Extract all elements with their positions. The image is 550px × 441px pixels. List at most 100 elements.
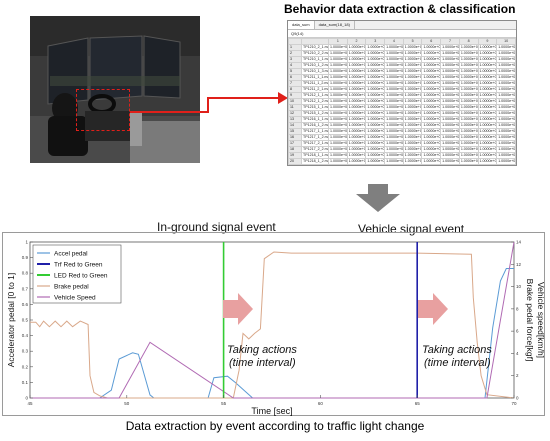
row-name-cell[interactable]: TP1212_1_1.mat: [301, 92, 329, 99]
table-cell[interactable]: 1.0000e+0: [346, 146, 367, 153]
table-cell[interactable]: 1.0000e+0: [477, 140, 498, 147]
table-cell[interactable]: 1.0000e+0: [421, 110, 442, 117]
table-cell[interactable]: 1.0000e+0: [421, 50, 442, 57]
table-cell[interactable]: 1.0000e+0: [402, 116, 423, 123]
row-number[interactable]: 21: [288, 164, 302, 165]
table-cell[interactable]: 1.0000e+0: [365, 92, 386, 99]
table-cell[interactable]: 1.0000e+0: [365, 128, 386, 135]
sheet-tab[interactable]: data_sum: [288, 21, 315, 29]
table-cell[interactable]: 1.0000e+0: [458, 164, 479, 165]
row-name-cell[interactable]: TP1210_2_2.mat: [301, 50, 329, 57]
table-cell[interactable]: 1.0000e+0: [496, 50, 516, 57]
row-name-cell[interactable]: TP1218_1_2.mat: [301, 158, 329, 165]
table-cell[interactable]: 1.0000e+0: [402, 98, 423, 105]
table-cell[interactable]: 1.0000e+0: [496, 92, 516, 99]
table-cell[interactable]: 1.0000e+0: [384, 50, 404, 57]
table-cell[interactable]: 1.0000e+0: [440, 146, 460, 153]
table-cell[interactable]: 1.0000e+0: [421, 104, 442, 111]
table-cell[interactable]: 1.0000e+0: [477, 104, 498, 111]
table-cell[interactable]: 1.0000e+0: [402, 80, 423, 87]
table-cell[interactable]: 1.0000e+0: [477, 122, 498, 129]
table-cell[interactable]: 1.0000e+0: [346, 152, 367, 159]
table-cell[interactable]: 1.0000e+0: [477, 110, 498, 117]
table-cell[interactable]: 1.0000e+0: [365, 50, 386, 57]
table-cell[interactable]: 1.0000e+0: [402, 50, 423, 57]
table-cell[interactable]: 1.0000e+0: [496, 62, 516, 69]
table-cell[interactable]: 1.0000e+0: [365, 116, 386, 123]
table-cell[interactable]: 1.0000e+0: [365, 86, 386, 93]
table-cell[interactable]: 1.0000e+0: [346, 116, 367, 123]
table-cell[interactable]: 1.0000e+0: [440, 134, 460, 141]
table-cell[interactable]: 1.0000e+0: [477, 164, 498, 165]
table-cell[interactable]: 1.0000e+0: [421, 152, 442, 159]
table-cell[interactable]: 1.0000e+0: [346, 62, 367, 69]
table-cell[interactable]: 1.0000e+0: [328, 62, 348, 69]
table-cell[interactable]: 1.0000e+0: [328, 122, 348, 129]
table-cell[interactable]: 1.0000e+0: [402, 158, 423, 165]
table-cell[interactable]: 1.0000e+0: [402, 152, 423, 159]
table-cell[interactable]: 1.0000e+0: [458, 62, 479, 69]
table-cell[interactable]: 1.0000e+0: [496, 146, 516, 153]
table-cell[interactable]: 1.0000e+0: [384, 122, 404, 129]
table-cell[interactable]: 1.0000e+0: [421, 62, 442, 69]
table-cell[interactable]: 1.0000e+0: [346, 104, 367, 111]
table-cell[interactable]: 1.0000e+0: [328, 140, 348, 147]
table-cell[interactable]: 1.0000e+0: [346, 68, 367, 75]
table-cell[interactable]: 1.0000e+0: [402, 56, 423, 63]
table-cell[interactable]: 1.0000e+0: [458, 116, 479, 123]
table-cell[interactable]: 1.0000e+0: [384, 80, 404, 87]
table-cell[interactable]: 1.0000e+0: [328, 128, 348, 135]
table-cell[interactable]: 1.0000e+0: [328, 152, 348, 159]
table-cell[interactable]: 1.0000e+0: [440, 140, 460, 147]
row-name-cell[interactable]: TP1218_2_1.mat: [301, 164, 329, 165]
table-cell[interactable]: 1.0000e+0: [346, 50, 367, 57]
table-cell[interactable]: 1.0000e+0: [496, 152, 516, 159]
table-cell[interactable]: 1.0000e+0: [477, 62, 498, 69]
table-cell[interactable]: 1.0000e+0: [365, 140, 386, 147]
table-cell[interactable]: 1.0000e+0: [458, 146, 479, 153]
table-cell[interactable]: 1.0000e+0: [384, 146, 404, 153]
table-cell[interactable]: 1.0000e+0: [440, 110, 460, 117]
table-cell[interactable]: 1.0000e+0: [440, 86, 460, 93]
table-cell[interactable]: 1.0000e+0: [384, 98, 404, 105]
table-cell[interactable]: 1.0000e+0: [458, 80, 479, 87]
row-name-cell[interactable]: TP1217_1_2.mat: [301, 134, 329, 141]
table-cell[interactable]: 1.0000e+0: [365, 146, 386, 153]
table-cell[interactable]: 1.0000e+0: [402, 134, 423, 141]
table-cell[interactable]: 1.0000e+0: [402, 122, 423, 129]
row-name-cell[interactable]: TP1211_1_2.mat: [301, 80, 329, 87]
table-cell[interactable]: 1.0000e+0: [421, 146, 442, 153]
table-cell[interactable]: 1.0000e+0: [458, 74, 479, 81]
table-cell[interactable]: 1.0000e+0: [477, 44, 498, 51]
table-cell[interactable]: 1.0000e+0: [402, 128, 423, 135]
table-cell[interactable]: 1.0000e+0: [458, 50, 479, 57]
table-cell[interactable]: 1.0000e+0: [384, 116, 404, 123]
table-cell[interactable]: 1.0000e+0: [440, 80, 460, 87]
table-cell[interactable]: 1.0000e+0: [384, 110, 404, 117]
table-cell[interactable]: 1.0000e+0: [477, 74, 498, 81]
table-cell[interactable]: 1.0000e+0: [421, 122, 442, 129]
row-name-cell[interactable]: TP1210_1_1.mat: [301, 56, 329, 63]
table-cell[interactable]: 1.0000e+0: [477, 152, 498, 159]
table-cell[interactable]: 1.0000e+0: [421, 86, 442, 93]
table-cell[interactable]: 1.0000e+0: [440, 44, 460, 51]
table-cell[interactable]: 1.0000e+0: [384, 92, 404, 99]
table-cell[interactable]: 1.0000e+0: [458, 68, 479, 75]
table-cell[interactable]: 1.0000e+0: [365, 74, 386, 81]
table-cell[interactable]: 1.0000e+0: [365, 80, 386, 87]
table-cell[interactable]: 1.0000e+0: [384, 140, 404, 147]
row-name-cell[interactable]: TP1212_1_2.mat: [301, 98, 329, 105]
table-cell[interactable]: 1.0000e+0: [328, 158, 348, 165]
table-cell[interactable]: 1.0000e+0: [440, 62, 460, 69]
table-cell[interactable]: 1.0000e+0: [421, 164, 442, 165]
table-cell[interactable]: 1.0000e+0: [384, 68, 404, 75]
table-cell[interactable]: 1.0000e+0: [384, 62, 404, 69]
table-cell[interactable]: 1.0000e+0: [496, 104, 516, 111]
table-cell[interactable]: 1.0000e+0: [496, 44, 516, 51]
table-cell[interactable]: 1.0000e+0: [421, 128, 442, 135]
table-cell[interactable]: 1.0000e+0: [384, 164, 404, 165]
row-name-cell[interactable]: TP1211_1_1.mat: [301, 74, 329, 81]
table-cell[interactable]: 1.0000e+0: [346, 134, 367, 141]
table-cell[interactable]: 1.0000e+0: [365, 134, 386, 141]
table-cell[interactable]: 1.0000e+0: [458, 140, 479, 147]
